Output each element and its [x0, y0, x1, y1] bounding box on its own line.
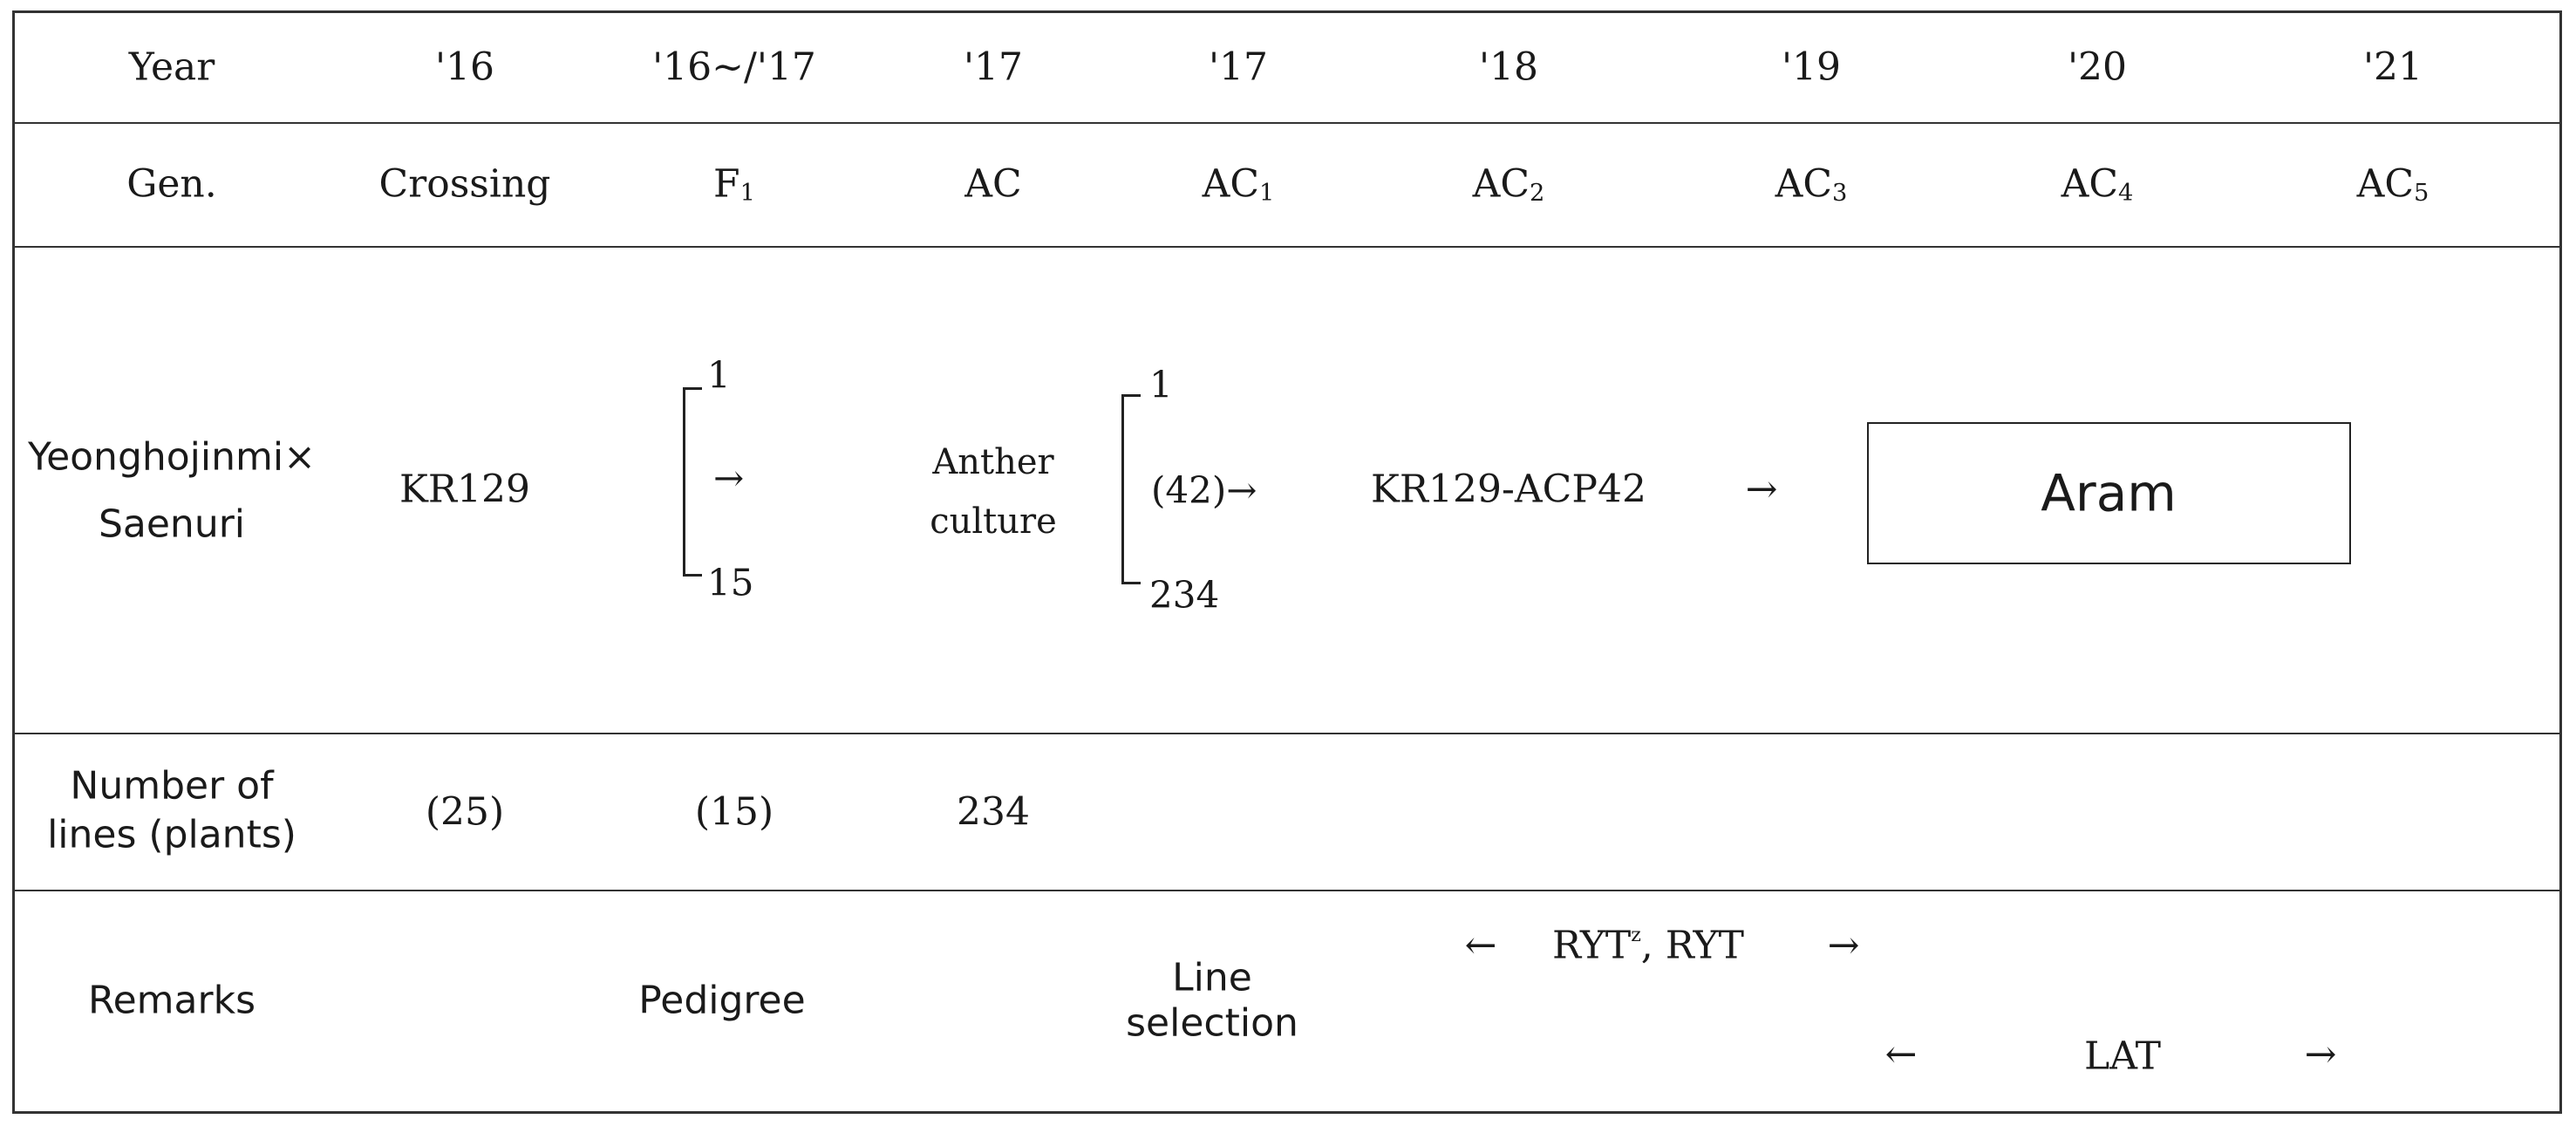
- f1-top: 1: [707, 353, 731, 397]
- gen-label: Gen.: [126, 161, 217, 207]
- divider-pedigree: [12, 733, 2562, 734]
- divider-year: [12, 122, 2562, 124]
- remark-line-1: Line: [1172, 955, 1252, 1000]
- divider-lines: [12, 890, 2562, 891]
- anther-line-2: culture: [930, 502, 1057, 542]
- f1-bracket: [683, 387, 702, 577]
- year-cell: '16: [434, 44, 495, 90]
- f1-arrow: →: [713, 456, 745, 500]
- ac1-mid: (42)→: [1151, 468, 1257, 512]
- gen-cell: F1: [713, 161, 755, 207]
- remark-pedigree: Pedigree: [638, 978, 806, 1023]
- lines-value: 234: [957, 789, 1030, 835]
- gen-cell: AC4: [2061, 161, 2134, 207]
- year-cell: '17: [1208, 44, 1269, 90]
- gen-cell: Crossing: [378, 161, 551, 207]
- ryt-right-arrow: →: [1827, 923, 1860, 968]
- ac1-top: 1: [1149, 363, 1173, 406]
- gen-cell: AC3: [1775, 161, 1848, 207]
- year-cell: '17: [963, 44, 1024, 90]
- remarks-label: Remarks: [88, 978, 256, 1023]
- gen-cell: AC2: [1472, 161, 1545, 207]
- year-cell: '16~/'17: [652, 44, 816, 90]
- cross-parent-1: Yeonghojinmi×: [28, 434, 316, 480]
- gen-cell: AC5: [2356, 161, 2429, 207]
- year-cell: '20: [2067, 44, 2128, 90]
- cross-name: KR129: [399, 467, 530, 512]
- lat-right-arrow: →: [2304, 1032, 2337, 1077]
- arrow-right: →: [1745, 467, 1778, 512]
- gen-cell: AC: [964, 161, 1022, 207]
- year-cell: '18: [1478, 44, 1539, 90]
- year-cell: '19: [1781, 44, 1842, 90]
- variety-name: Aram: [2041, 463, 2177, 523]
- lines-value: (25): [425, 789, 505, 835]
- ryt-left-arrow: ←: [1464, 923, 1497, 968]
- f1-bottom: 15: [707, 561, 754, 604]
- lat-label: LAT: [2084, 1034, 2161, 1079]
- year-cell: '21: [2362, 44, 2423, 90]
- lines-label-2: lines (plants): [47, 812, 296, 857]
- remark-line-2: selection: [1126, 1000, 1298, 1046]
- ac1-bottom: 234: [1149, 573, 1220, 617]
- divider-gen: [12, 246, 2562, 248]
- table-frame: [12, 10, 2562, 1114]
- lat-left-arrow: ←: [1884, 1032, 1918, 1077]
- variety-box: [1867, 422, 2351, 564]
- cross-parent-2: Saenuri: [98, 502, 246, 547]
- ac1-bracket: [1121, 394, 1141, 584]
- ryt-label: RYTz, RYT: [1552, 923, 1744, 968]
- lines-label-1: Number of: [70, 763, 274, 809]
- gen-cell: AC1: [1202, 161, 1275, 207]
- lines-value: (15): [694, 789, 774, 835]
- year-label: Year: [128, 44, 215, 90]
- anther-line-1: Anther: [932, 442, 1054, 482]
- line-name: KR129-ACP42: [1371, 467, 1646, 512]
